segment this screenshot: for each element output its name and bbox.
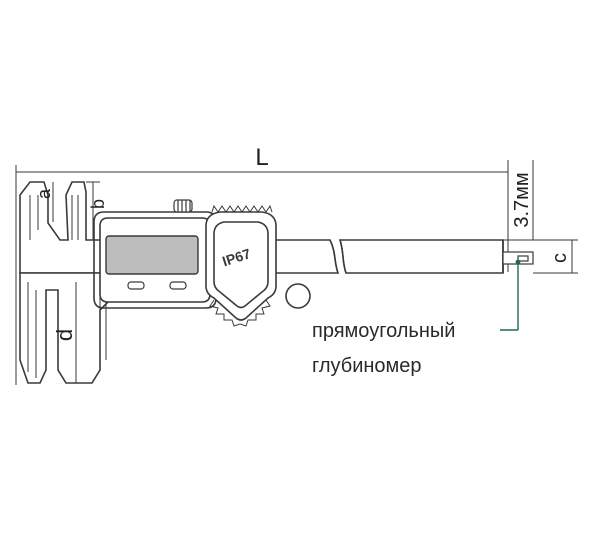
thumb-wheel [173,199,193,213]
label-c: c [549,253,571,263]
knurl-bottom [209,299,271,327]
depth-rod [502,251,534,265]
dimension-c [533,239,578,274]
display-button-left [127,281,145,290]
callout-leader [500,262,519,331]
label-a: a [34,188,54,199]
callout-point [515,259,521,265]
label-b: b [88,199,108,209]
callout-line2: глубиномер [312,355,422,377]
callout-line1: прямоугольный [312,320,455,342]
lcd-screen [105,235,199,275]
fixed-jaw [19,181,111,384]
display-button-right [169,281,187,290]
jaw-details [27,195,107,378]
dimension-d [66,282,92,384]
dimension-b [86,181,100,240]
label-thickness: 3.7мм [511,172,533,227]
beam-break [329,239,347,274]
label-L: L [255,144,268,171]
knurl-top [211,204,273,213]
label-d: d [52,329,77,341]
ip-module [205,211,277,321]
thumb-roller [285,283,311,309]
